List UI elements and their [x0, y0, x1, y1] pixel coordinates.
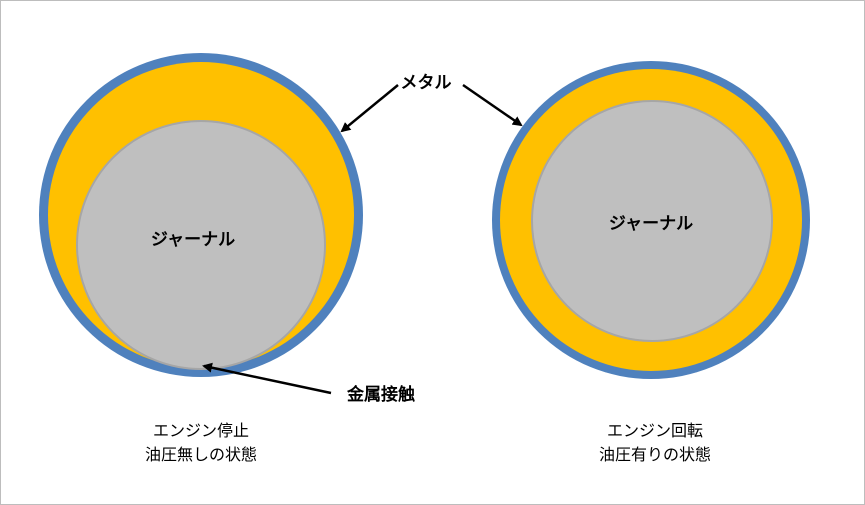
- caption-running-line1: エンジン回転: [606, 421, 703, 440]
- journal-left: [76, 120, 326, 370]
- caption-stopped-line1: エンジン停止: [152, 421, 249, 440]
- caption-running: エンジン回転 油圧有りの状態: [535, 419, 775, 467]
- metal-contact-arrow: [202, 362, 332, 395]
- metal-arrow-right: [462, 83, 523, 127]
- caption-stopped-line2: 油圧無しの状態: [144, 445, 257, 464]
- journal-label-right: ジャーナル: [609, 214, 693, 234]
- caption-running-line2: 油圧有りの状態: [598, 445, 711, 464]
- caption-stopped: エンジン停止 油圧無しの状態: [81, 419, 321, 467]
- metal-contact-label: 金属接触: [346, 384, 415, 405]
- bearing-stopped: ジャーナル: [39, 53, 363, 377]
- metal-label: メタル: [401, 73, 452, 93]
- journal-right: [531, 100, 773, 342]
- bearing-running: ジャーナル: [492, 61, 810, 379]
- metal-arrow-left: [340, 84, 399, 133]
- journal-label-left: ジャーナル: [151, 230, 235, 250]
